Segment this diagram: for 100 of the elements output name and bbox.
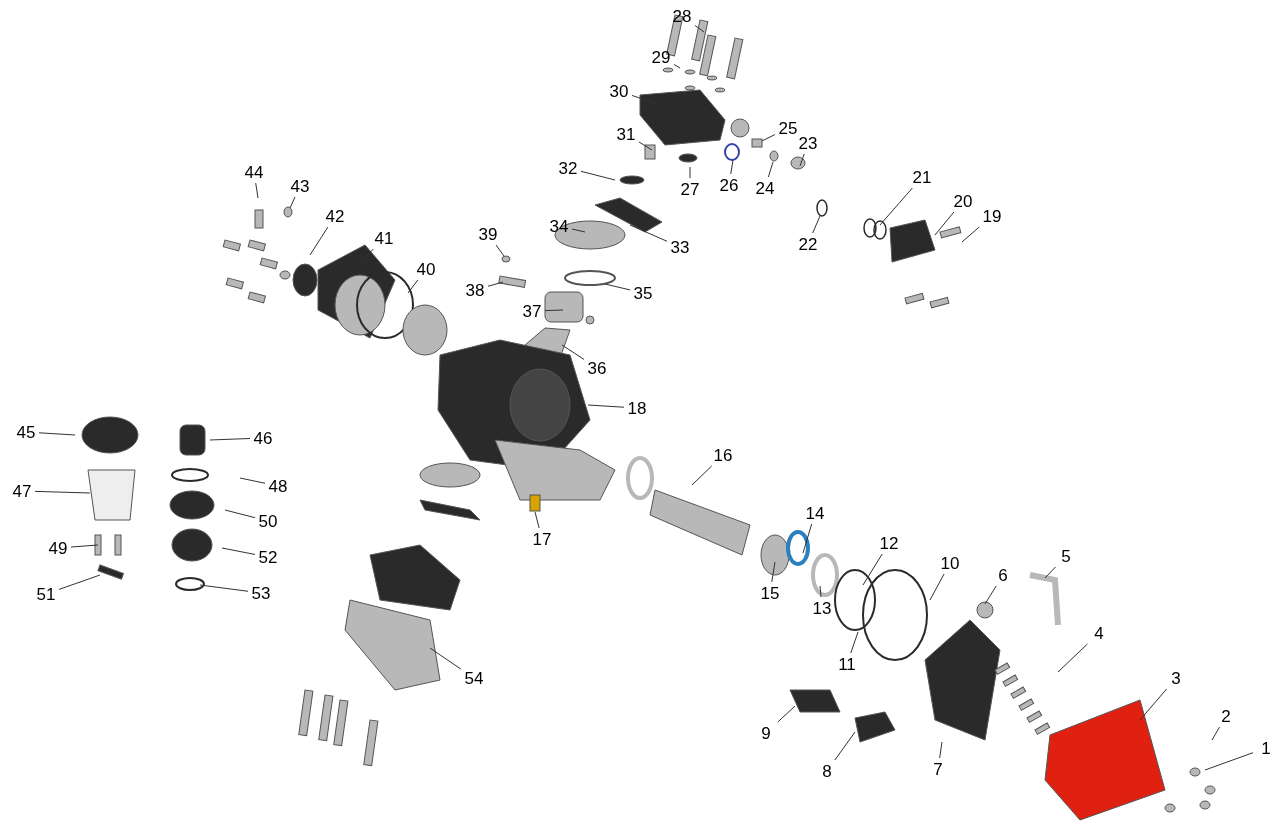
leader-line: [429, 647, 462, 670]
callout-number: 50: [255, 510, 281, 532]
callout-number: 27: [677, 178, 703, 200]
leader-line: [850, 631, 859, 654]
callout-number: 51: [33, 583, 59, 605]
leader-line: [834, 731, 856, 761]
leader-line: [802, 523, 813, 554]
callout-number: 15: [757, 582, 783, 604]
leader-line: [407, 279, 419, 294]
leader-line: [730, 159, 734, 175]
leader-line: [771, 561, 776, 583]
callout-number: 37: [519, 300, 545, 322]
callout-number: 41: [371, 227, 397, 249]
leader-line: [495, 244, 505, 257]
leader-line: [934, 211, 955, 236]
leader-line: [961, 226, 980, 243]
callout-number: 28: [669, 5, 695, 27]
leader-line: [544, 309, 564, 312]
callout-number: 22: [795, 233, 821, 255]
callout-number: 17: [529, 528, 555, 550]
leader-line: [777, 705, 796, 723]
leader-line: [38, 432, 76, 436]
leader-line: [58, 574, 101, 590]
leader-line: [1211, 726, 1221, 741]
leader-line: [638, 141, 653, 151]
leader-line: [1057, 643, 1088, 673]
callout-number: 14: [802, 502, 828, 524]
callout-number: 36: [584, 357, 610, 379]
callout-number: 54: [461, 667, 487, 689]
callout-number: 10: [937, 552, 963, 574]
leader-line: [70, 544, 99, 548]
callout-number: 18: [624, 397, 650, 419]
leader-line: [631, 94, 661, 106]
leader-line: [767, 161, 774, 178]
leader-line: [691, 465, 713, 486]
leader-line: [879, 187, 913, 226]
callout-number: 33: [667, 236, 693, 258]
callout-number: 9: [753, 722, 779, 744]
callout-number: 16: [710, 444, 736, 466]
leader-line: [221, 547, 256, 555]
leader-line: [929, 573, 945, 601]
callout-number: 39: [475, 223, 501, 245]
callout-number: 52: [255, 546, 281, 568]
leader-line: [673, 64, 681, 69]
callout-number: 26: [716, 174, 742, 196]
callout-number: 40: [413, 258, 439, 280]
callout-number: 6: [990, 564, 1016, 586]
leader-line: [561, 344, 585, 360]
leader-line: [255, 182, 259, 199]
callout-number: 21: [909, 166, 935, 188]
leader-line: [629, 224, 668, 242]
leader-line: [354, 248, 374, 269]
callout-number: 7: [925, 758, 951, 780]
callout-number: 47: [9, 480, 35, 502]
callout-number: 34: [546, 215, 572, 237]
callout-number: 29: [648, 46, 674, 68]
leader-line: [487, 281, 504, 287]
callout-number: 53: [248, 582, 274, 604]
callout-number: 43: [287, 175, 313, 197]
leader-line: [812, 215, 821, 234]
leader-line: [289, 196, 296, 209]
callout-number: 11: [834, 653, 860, 675]
leader-line: [224, 509, 256, 519]
leader-line: [534, 511, 540, 529]
callout-number: 2: [1213, 705, 1239, 727]
leader-line: [939, 741, 943, 759]
callout-number: 19: [979, 205, 1005, 227]
leader-line: [689, 166, 691, 179]
callout-number: 20: [950, 190, 976, 212]
callout-number: 32: [555, 157, 581, 179]
leader-line: [1139, 688, 1168, 721]
leader-line: [694, 24, 705, 33]
leader-line: [209, 438, 251, 441]
callout-number: 5: [1053, 545, 1079, 567]
callout-number: 31: [613, 123, 639, 145]
callout-number: 30: [606, 80, 632, 102]
callout-number: 42: [322, 205, 348, 227]
leader-line: [604, 283, 631, 291]
leader-line: [1044, 566, 1056, 579]
leader-line: [862, 553, 883, 586]
leader-line: [199, 584, 249, 592]
callout-number: 49: [45, 537, 71, 559]
leader-line: [819, 585, 822, 598]
callout-number: 48: [265, 475, 291, 497]
callout-number: 3: [1163, 667, 1189, 689]
callout-number: 8: [814, 760, 840, 782]
callout-number: 44: [241, 161, 267, 183]
callout-number: 38: [462, 279, 488, 301]
callout-number: 46: [250, 427, 276, 449]
leader-line: [761, 134, 776, 142]
leader-line: [984, 585, 997, 605]
callout-number: 35: [630, 282, 656, 304]
callout-number: 24: [752, 177, 778, 199]
callout-number: 1: [1253, 737, 1279, 759]
leader-line: [34, 490, 91, 494]
leader-line: [309, 226, 329, 256]
callout-number: 12: [876, 532, 902, 554]
leader-line: [580, 170, 616, 181]
callout-number: 4: [1086, 622, 1112, 644]
leader-line: [587, 404, 625, 408]
